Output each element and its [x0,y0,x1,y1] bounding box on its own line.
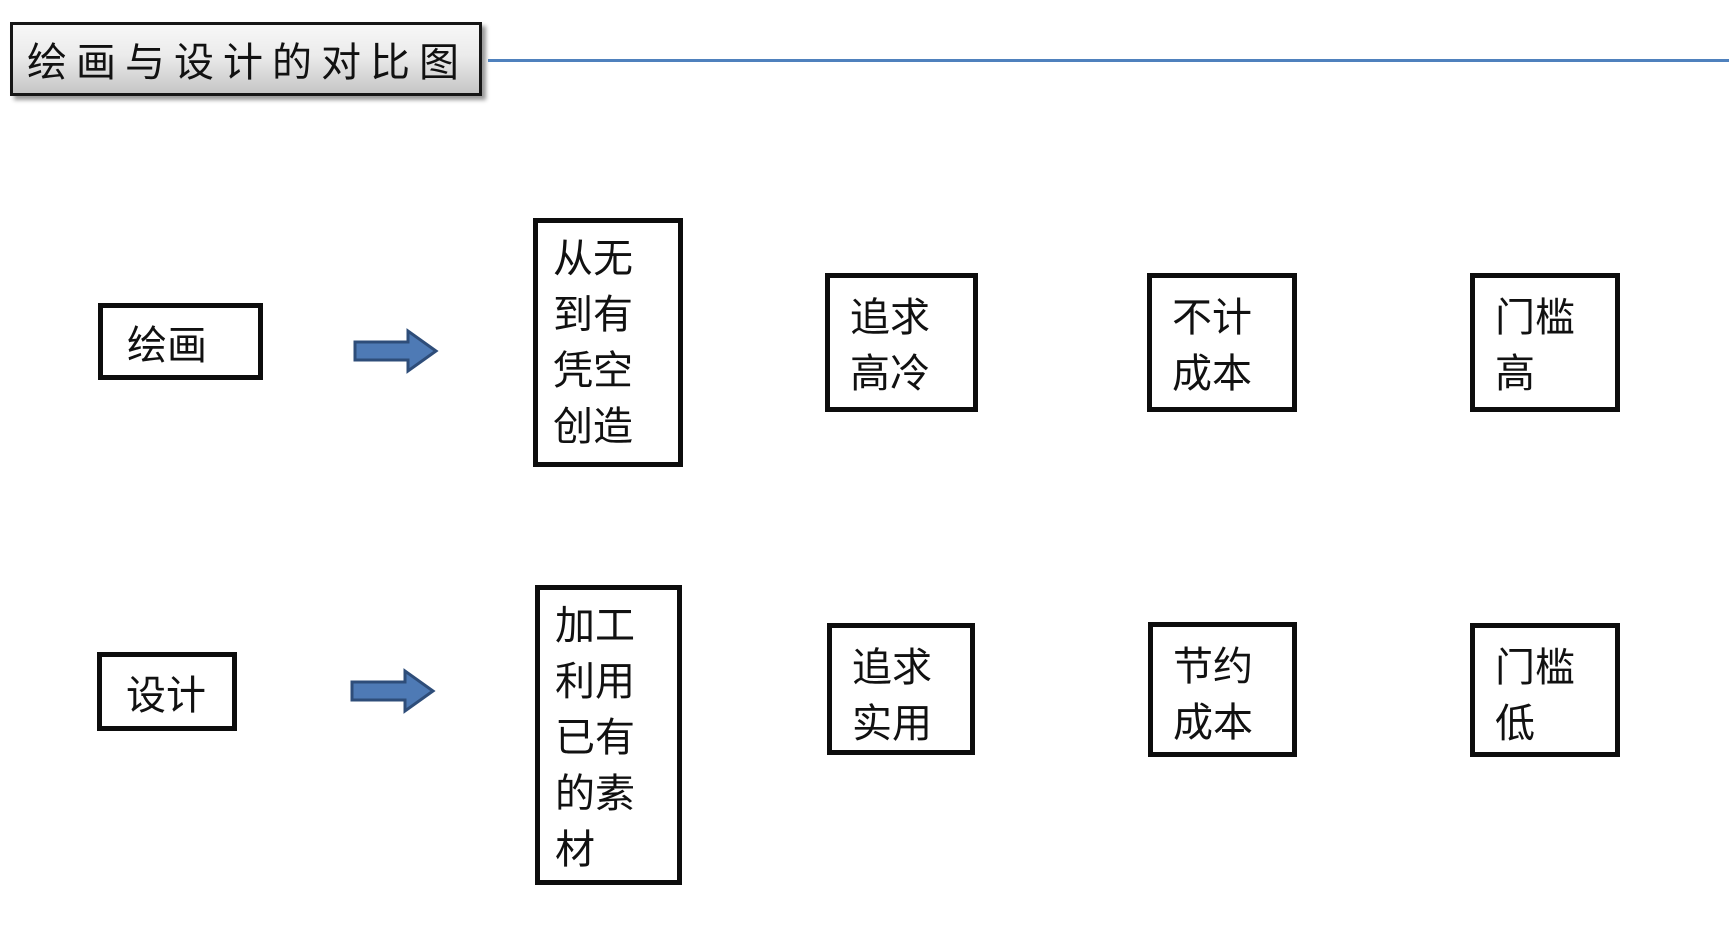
subject-box-design: 设计 [97,652,237,731]
right-arrow-icon [353,328,439,374]
title-connector-line [488,59,1729,62]
attr-box-save-cost: 节约成本 [1148,622,1297,757]
attr-box-materials: 加工利用已有的素材 [535,585,682,885]
attr-box-practical: 追求实用 [827,623,975,755]
subject-box-painting: 绘画 [98,303,263,380]
attr-box-aloof: 追求高冷 [825,273,978,412]
attr-label-aloof: 追求高冷 [850,295,930,396]
subject-label-design: 设计 [126,672,206,718]
attr-label-save-cost: 节约成本 [1173,644,1253,745]
attr-label-creation: 从无到有凭空创造 [553,236,633,449]
attr-label-low-threshold: 门槛低 [1495,645,1575,746]
right-arrow-shape [350,668,436,714]
attr-box-high-threshold: 门槛高 [1470,273,1620,412]
attr-label-high-threshold: 门槛高 [1495,295,1575,396]
page-title: 绘画与设计的对比图 [27,40,468,85]
attr-box-no-cost: 不计成本 [1147,273,1297,412]
attr-box-low-threshold: 门槛低 [1470,623,1620,757]
attr-label-no-cost: 不计成本 [1172,295,1252,396]
right-arrow-icon [350,668,436,714]
attr-label-practical: 追求实用 [852,645,932,746]
subject-label-painting: 绘画 [127,322,207,368]
title-box: 绘画与设计的对比图 [10,22,482,96]
attr-box-creation: 从无到有凭空创造 [533,218,683,467]
attr-label-materials: 加工利用已有的素材 [555,603,635,872]
right-arrow-shape [353,328,439,374]
